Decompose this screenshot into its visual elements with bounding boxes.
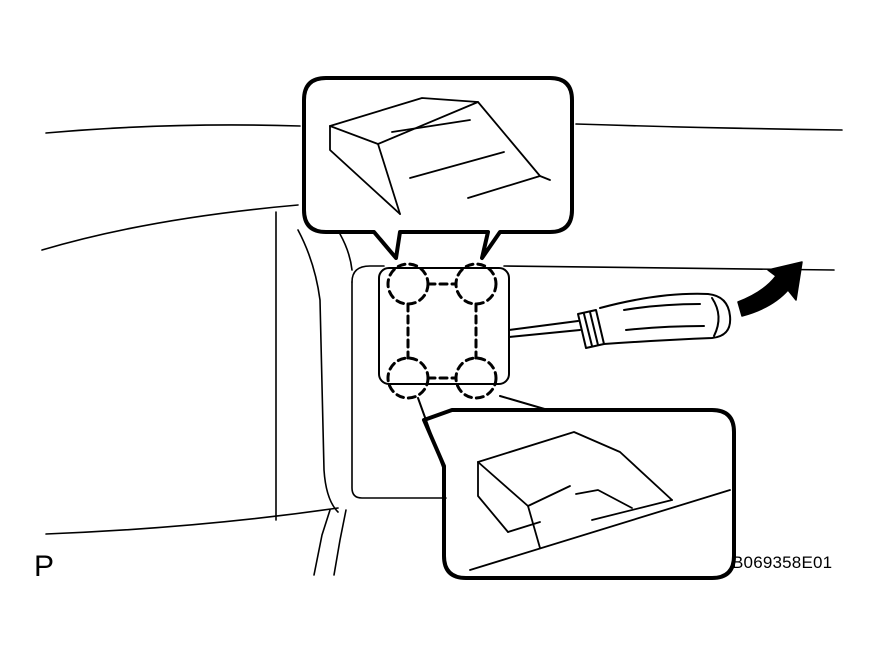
screwdriver-icon [508, 292, 732, 349]
cover-plate [378, 267, 510, 385]
bottom-callout [417, 395, 736, 580]
dashboard-outline [41, 123, 843, 576]
pry-arrow-icon [737, 261, 803, 317]
dashed-circle-icon [454, 262, 498, 306]
clip-detail-top [329, 97, 551, 215]
dashed-circle-icon [386, 262, 430, 306]
clip-detail-bottom [469, 431, 731, 571]
clip-markers [386, 262, 498, 400]
dashed-circle-icon [386, 356, 430, 400]
dashed-circle-icon [454, 356, 498, 400]
top-callout [302, 76, 574, 260]
figure-code-label: B069358E01 [732, 553, 833, 572]
view-marker-label: P [34, 550, 55, 583]
